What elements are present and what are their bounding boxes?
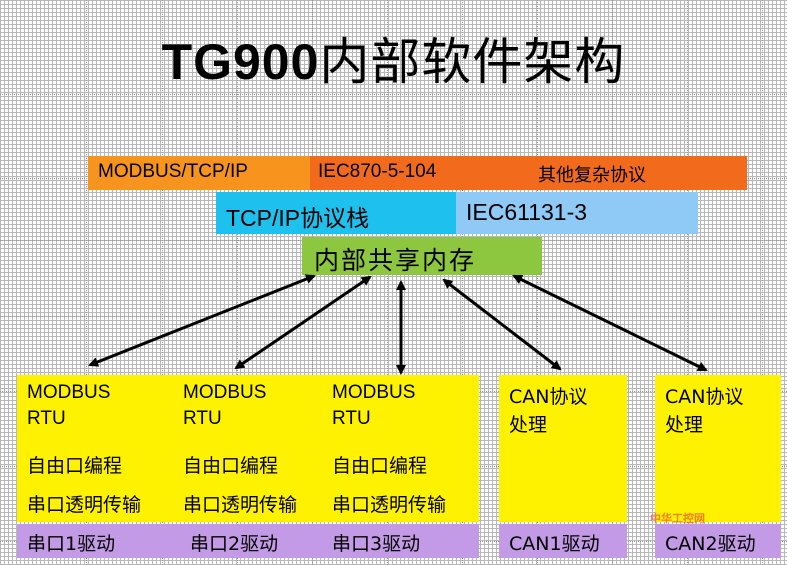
arrow-to-module-2 xyxy=(234,275,372,370)
module-2-line3: 自由口编程 xyxy=(183,455,279,477)
module-1-line2: RTU xyxy=(27,408,66,429)
shared-memory-box: 内部共享内存 xyxy=(302,237,542,275)
module-3-line2: RTU xyxy=(332,408,371,429)
can2-driver-box: CAN2驱动 xyxy=(655,524,781,558)
driver-4-label: CAN1驱动 xyxy=(509,533,600,555)
title-cjk: 内部软件架构 xyxy=(319,33,626,91)
arrow-to-module-5 xyxy=(512,274,708,372)
iec61131-label: IEC61131-3 xyxy=(466,199,588,225)
module-1-line1: MODBUS xyxy=(27,382,111,403)
module-3-line1: MODBUS xyxy=(332,382,416,403)
module-4-line2: 处理 xyxy=(509,414,548,436)
watermark-logo: 中华工控网 xyxy=(650,512,705,525)
driver-5-label: CAN2驱动 xyxy=(665,533,756,555)
module-3-line3: 自由口编程 xyxy=(332,455,428,477)
iec61131-box: IEC61131-3 xyxy=(456,192,698,234)
modbus-tcp-label: MODBUS/TCP/IP xyxy=(98,161,248,182)
module-2-line1: MODBUS xyxy=(183,382,267,403)
module-5-line2: 处理 xyxy=(665,414,704,436)
other-protocols-box: 其他复杂协议 xyxy=(472,156,747,190)
can1-driver-box: CAN1驱动 xyxy=(499,524,627,558)
can-module-2: CAN协议 处理 xyxy=(655,375,781,522)
driver-2-label: 串口2驱动 xyxy=(190,533,279,555)
shared-memory-label: 内部共享内存 xyxy=(314,246,477,275)
iec104-box: IEC870-5-104 xyxy=(310,156,472,190)
tcpip-stack-label: TCP/IP协议栈 xyxy=(226,205,370,231)
arrow-to-module-1 xyxy=(88,274,316,367)
module-5-line1: CAN协议 xyxy=(665,386,744,408)
arrow-to-module-4 xyxy=(442,278,562,371)
module-3-line4: 串口透明传输 xyxy=(332,494,447,516)
driver-3-label: 串口3驱动 xyxy=(332,533,421,555)
module-2-line4: 串口透明传输 xyxy=(183,494,298,516)
module-1-line4: 串口透明传输 xyxy=(27,494,142,516)
driver-1-label: 串口1驱动 xyxy=(27,533,116,555)
diagram-title: TG900内部软件架构 xyxy=(0,22,787,94)
modbus-tcp-box: MODBUS/TCP/IP xyxy=(88,156,310,190)
title-latin: TG900 xyxy=(161,34,320,90)
tcpip-stack-box: TCP/IP协议栈 xyxy=(216,192,456,234)
serial-modules-panel: MODBUS RTU 自由口编程 串口透明传输 MODBUS RTU 自由口编程… xyxy=(17,375,479,522)
can-module-1: CAN协议 处理 xyxy=(499,375,627,522)
serial-drivers-bar: 串口1驱动 串口2驱动 串口3驱动 xyxy=(17,524,479,558)
module-2-line2: RTU xyxy=(183,408,222,429)
module-1-line3: 自由口编程 xyxy=(27,455,123,477)
iec104-label: IEC870-5-104 xyxy=(318,161,437,182)
module-4-line1: CAN协议 xyxy=(509,386,588,408)
other-protocols-label: 其他复杂协议 xyxy=(538,165,646,186)
